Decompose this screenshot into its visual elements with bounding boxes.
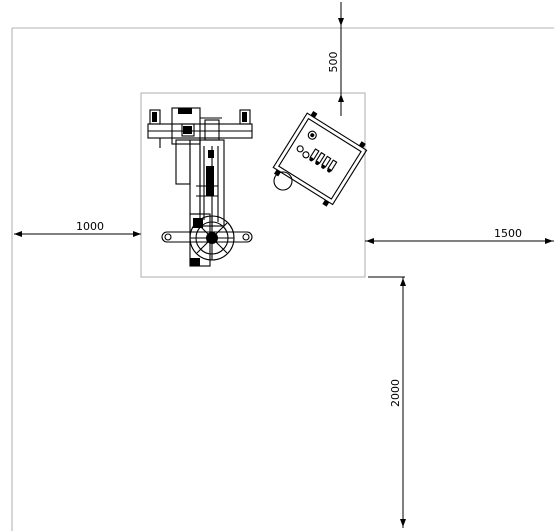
dimension-left: 1000 [14, 220, 141, 237]
floor-outline [11, 27, 554, 531]
dimension-right-label: 1500 [494, 227, 522, 240]
machine-plan-view [147, 107, 253, 267]
control-panel [272, 111, 368, 207]
dimension-top: 500 [327, 2, 344, 116]
machine-footprint [140, 92, 366, 278]
dimension-top-label: 500 [327, 52, 340, 73]
control-panel-knob [273, 171, 293, 191]
dimension-front-label: 2000 [389, 379, 402, 407]
dimension-front: 2000 [368, 276, 406, 528]
dimension-right: 1500 [365, 227, 554, 244]
dimension-left-label: 1000 [76, 220, 104, 233]
